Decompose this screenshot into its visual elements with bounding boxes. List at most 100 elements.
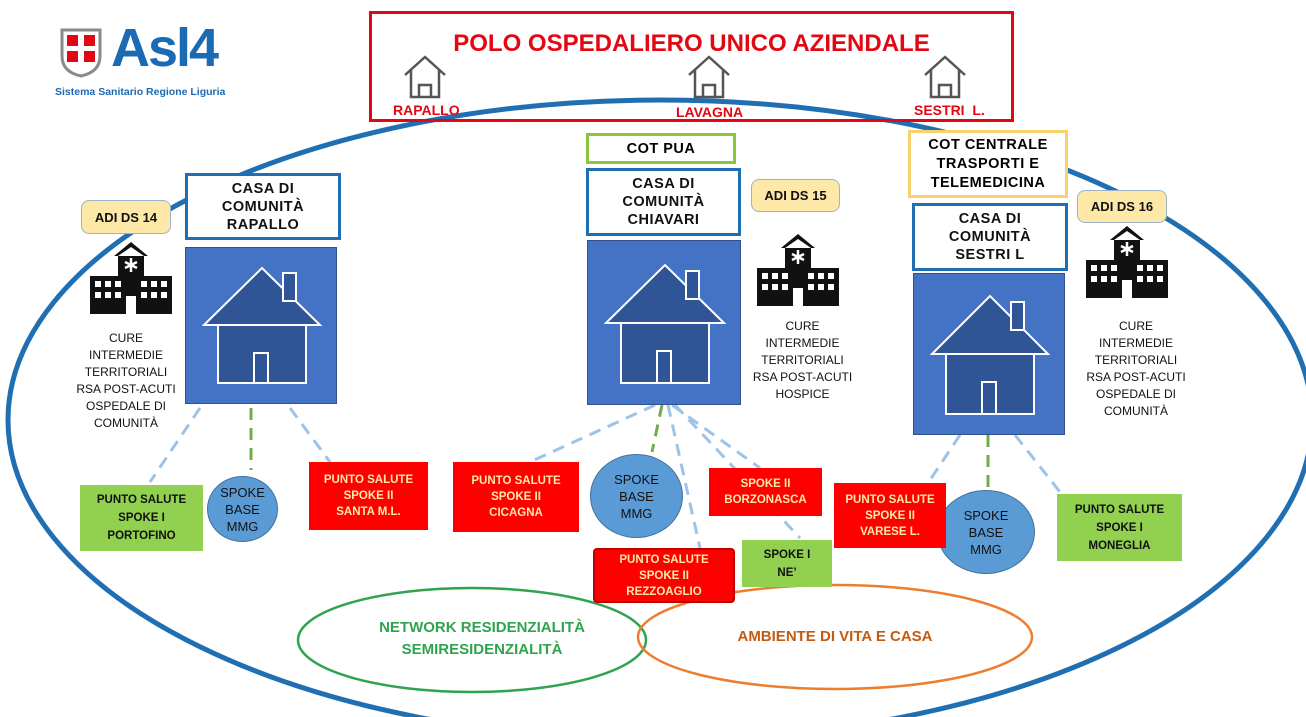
service-item: CURE [108,331,143,345]
spoke-line: SPOKE [614,471,659,487]
punto-line: PUNTO SALUTE [96,494,187,506]
casa-title-line: COMUNITÀ [221,198,305,215]
connector-line [671,403,761,470]
spoke-line: SPOKE [220,484,265,500]
network-label: NETWORK RESIDENZIALITÀ SEMIRESIDENZIALIT… [340,609,624,669]
hospital-building-icon [757,234,839,306]
punto-line: REZZOAGLIO [626,585,702,598]
punto-salute-santa: PUNTO SALUTE SPOKE II SANTA M.L. [309,462,428,530]
house-icon [201,266,323,384]
punto-line: NE’ [777,566,797,579]
spoke-line: BASE [619,488,654,504]
punto-line: SPOKE I [1096,521,1143,534]
punto-line: BORZONASCA [724,494,807,506]
service-item: INTERMEDIE [1098,336,1173,350]
connector-line [148,407,202,483]
punto-line: CICAGNA [489,507,543,519]
house-icon [929,294,1051,415]
network-line: NETWORK RESIDENZIALITÀ [379,619,585,636]
polo-box: POLO OSPEDALIERO UNICO AZIENDALE RAPALLO… [369,11,1014,122]
punto-line: PUNTO SALUTE [845,493,935,506]
casa-title-line: COMUNITÀ [948,229,1032,245]
services-list: CURE INTERMEDIE TERRITORIALI RSA POST-AC… [1066,318,1206,420]
connector-line [666,404,702,549]
logo: Asl4 Sistema Sanitario Regione Liguria [55,18,270,104]
punto-line: PORTOFINO [107,530,176,542]
connector-line [288,407,332,463]
adi-badge: ADI DS 16 [1077,190,1167,223]
casa-title-line: CASA DI [632,176,695,192]
adi-badge: ADI DS 14 [81,200,171,234]
casa-title-line: SESTRI L [955,247,1025,263]
ambiente-ellipse [636,583,1034,691]
punto-line: PUNTO SALUTE [619,553,709,566]
hospital-house-icon [924,55,966,99]
hospital-house-icon [404,55,446,99]
territory-ellipse [5,97,1306,717]
spoke-line: BASE [225,501,260,517]
hospital-label-sestri: SESTRI L. [914,102,985,118]
cot-pua-box: COT PUA [586,133,736,164]
adi-badge: ADI DS 15 [751,179,840,212]
network-line: SEMIRESIDENZIALITÀ [401,641,563,658]
connector-line [529,403,656,464]
punto-salute-portofino: PUNTO SALUTE SPOKE I PORTOFINO [80,485,203,551]
service-item: COMUNITÀ [94,416,158,430]
punto-line: SPOKE II [639,569,689,582]
connector-line [1013,434,1062,493]
casa-comunita-panel [587,240,741,405]
logo-subtitle: Sistema Sanitario Regione Liguria [55,86,226,98]
service-item: RSA POST-ACUTI [1086,370,1186,384]
spoke-ne: SPOKE I NE’ [742,540,832,587]
service-item: INTERMEDIE [88,348,163,362]
cot-centrale-line: TELEMEDICINA [930,174,1046,191]
hospital-label-rapallo: RAPALLO [393,102,460,118]
casa-title-line: CASA DI [958,211,1022,227]
spoke-base-mmg: SPOKE BASE MMG [937,490,1035,574]
hospital-building-icon [1086,226,1168,298]
casa-comunita-panel [913,273,1065,435]
spoke-borzonasca: SPOKE II BORZONASCA [709,468,822,516]
connector-line [650,404,664,453]
casa-comunita-title: CASA DI COMUNITÀ CHIAVARI [586,168,741,236]
spoke-line: SPOKE [963,507,1009,523]
punto-line: MONEGLIA [1088,539,1151,552]
spoke-line: BASE [968,524,1004,540]
punto-line: SPOKE I [118,512,165,524]
cot-centrale-box: COT CENTRALE TRASPORTI E TELEMEDICINA [908,130,1068,198]
punto-salute-varese: PUNTO SALUTE SPOKE II VARESE L. [834,483,946,548]
service-item: HOSPICE [775,387,830,401]
casa-title-line: COMUNITÀ [622,194,705,210]
punto-line: PUNTO SALUTE [323,474,414,486]
casa-comunita-title: CASA DI COMUNITÀ RAPALLO [185,173,341,240]
punto-salute-moneglia: PUNTO SALUTE SPOKE I MONEGLIA [1057,494,1182,561]
spoke-line: MMG [970,541,1002,557]
house-icon [603,263,727,384]
network-ellipse [296,586,648,694]
services-list: CURE INTERMEDIE TERRITORIALI RSA POST-AC… [56,330,196,432]
punto-salute-cicagna: PUNTO SALUTE SPOKE II CICAGNA [453,462,579,532]
punto-salute-rezzoaglio: PUNTO SALUTE SPOKE II REZZOAGLIO [593,548,735,603]
punto-line: SPOKE II [343,490,394,502]
service-item: RSA POST-ACUTI [752,370,853,384]
casa-title-line: RAPALLO [226,216,300,233]
casa-comunita-title: CASA DI COMUNITÀ SESTRI L [912,203,1068,271]
spoke-base-mmg: SPOKE BASE MMG [590,454,683,538]
service-item: TERRITORIALI [1094,353,1178,367]
cot-centrale-line: COT CENTRALE [928,136,1048,153]
hospital-house-icon [688,55,730,99]
connector-line [928,434,962,481]
ambiente-label: AMBIENTE DI VITA E CASA [737,627,933,645]
hospital-building-icon [90,242,172,314]
casa-title-line: CHIAVARI [627,212,700,228]
service-item: OSPEDALE DI [1095,387,1177,401]
punto-line: SANTA M.L. [336,506,401,518]
services-list: CURE INTERMEDIE TERRITORIALI RSA POST-AC… [735,318,870,403]
logo-name: Asl4 [111,18,219,78]
punto-line: VARESE L. [860,525,920,538]
spoke-line: MMG [620,505,653,521]
service-item: RSA POST-ACUTI [76,382,176,396]
service-item: COMUNITÀ [1104,404,1168,418]
service-item: CURE [1118,319,1153,333]
